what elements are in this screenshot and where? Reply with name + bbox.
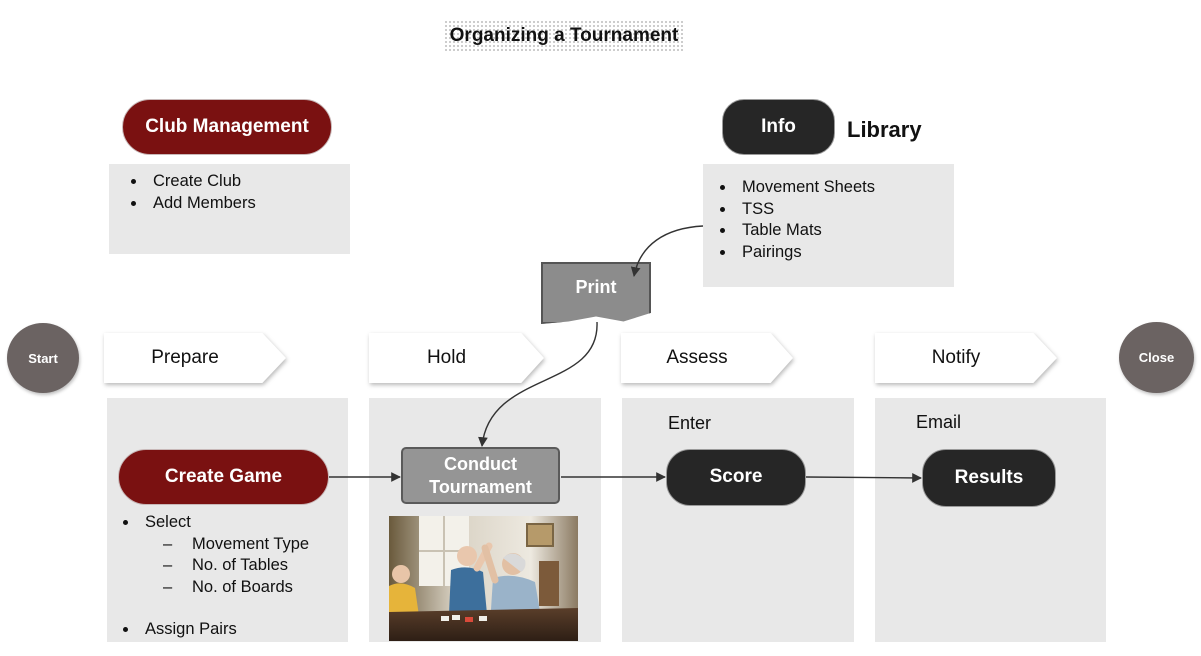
select-label: Select	[145, 513, 191, 531]
stage-assess-label: Assess	[621, 333, 793, 383]
list-item: No. of Boards	[163, 577, 348, 599]
list-item: Pairings	[736, 242, 954, 264]
diagram-title: Organizing a Tournament	[444, 20, 684, 52]
start-circle: Start	[7, 323, 79, 393]
stage-hold-label: Hold	[369, 333, 544, 383]
enter-label: Enter	[668, 413, 712, 433]
print-to-conduct-arrow	[478, 321, 598, 447]
stage-hold: Hold	[369, 333, 544, 383]
club-management-panel: Create Club Add Members	[109, 164, 350, 254]
score-to-results-arrow	[805, 473, 922, 483]
results-pill: Results	[922, 449, 1056, 507]
list-item: Movement Type	[163, 534, 348, 556]
conduct-tournament-box: Conduct Tournament	[401, 447, 560, 504]
list-item: Create Club	[147, 171, 350, 193]
stage-notify: Notify	[875, 333, 1057, 383]
list-item: Movement Sheets	[736, 177, 954, 199]
list-item: Add Members	[147, 193, 350, 215]
prepare-panel	[107, 398, 348, 642]
print-label: Print	[575, 277, 617, 297]
prepare-details: Select Movement Type No. of Tables No. o…	[107, 512, 348, 641]
stage-prepare: Prepare	[104, 333, 286, 383]
create-game-pill: Create Game	[118, 449, 329, 505]
list-item: Assign Pairs	[139, 619, 348, 641]
library-to-print-arrow	[630, 225, 704, 277]
stage-prepare-label: Prepare	[104, 333, 286, 383]
stage-assess: Assess	[621, 333, 793, 383]
library-list: Movement Sheets TSS Table Mats Pairings	[703, 164, 954, 263]
club-management-list: Create Club Add Members	[109, 164, 350, 214]
library-label: Library	[847, 117, 922, 142]
list-item: No. of Tables	[163, 555, 348, 577]
list-item: Table Mats	[736, 220, 954, 242]
club-management-pill: Club Management	[122, 99, 332, 155]
info-pill: Info	[722, 99, 835, 155]
list-item: Select Movement Type No. of Tables No. o…	[139, 512, 348, 598]
close-circle: Close	[1119, 322, 1194, 393]
list-item: TSS	[736, 199, 954, 221]
prepare-list: Select Movement Type No. of Tables No. o…	[107, 512, 348, 641]
select-sublist: Movement Type No. of Tables No. of Board…	[145, 534, 348, 599]
players-photo-image	[389, 516, 578, 641]
players-photo	[389, 516, 578, 641]
score-pill: Score	[666, 449, 806, 506]
assess-panel	[622, 398, 854, 642]
stage-notify-label: Notify	[875, 333, 1057, 383]
notify-panel	[875, 398, 1106, 642]
library-panel: Movement Sheets TSS Table Mats Pairings	[703, 164, 954, 287]
email-label: Email	[916, 412, 962, 432]
